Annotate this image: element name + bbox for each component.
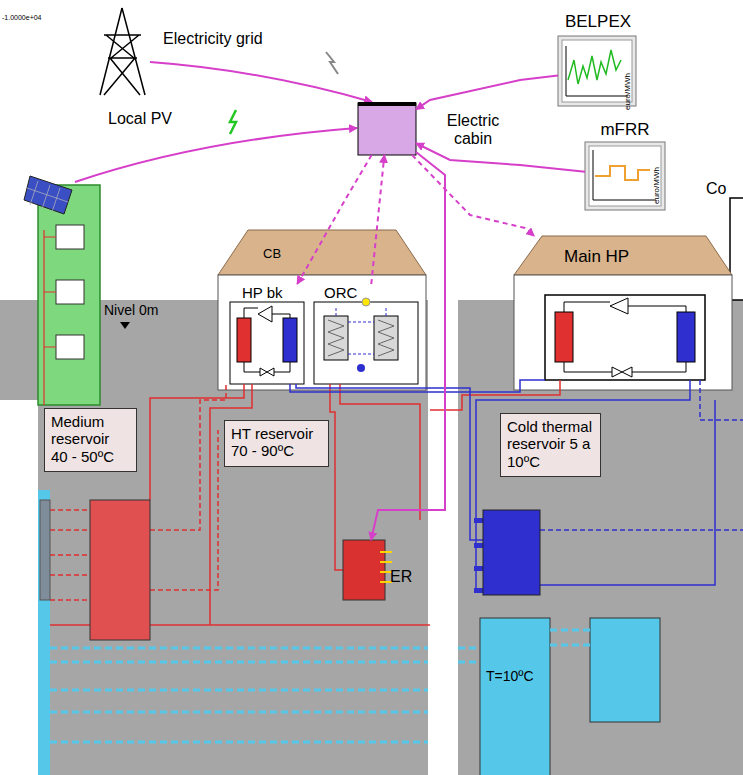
node-text: Main HP bbox=[564, 247, 629, 267]
node-text: T=10ºC bbox=[486, 668, 534, 684]
cold-tank bbox=[483, 510, 540, 595]
power-link bbox=[371, 152, 445, 540]
price-chart: BELPEX euro/MWh bbox=[556, 12, 640, 108]
machine: ORC bbox=[312, 284, 420, 388]
node-text: Electric cabin bbox=[436, 112, 510, 149]
chart-area bbox=[562, 40, 632, 102]
anchor-area bbox=[343, 540, 385, 600]
node-text: Medium reservoir 40 - 50ºC bbox=[51, 413, 130, 465]
power-link bbox=[416, 143, 585, 172]
heater: ER bbox=[343, 540, 415, 600]
node-text: CB bbox=[263, 247, 281, 262]
building-pipes bbox=[44, 230, 56, 405]
ground-tank bbox=[480, 618, 550, 775]
price-line bbox=[568, 50, 621, 84]
label: Co bbox=[706, 180, 726, 198]
pv-bolt bbox=[230, 110, 236, 134]
house: CB HP bk ORC bbox=[218, 230, 426, 390]
anchor-area bbox=[358, 103, 416, 155]
label: Electricity grid bbox=[163, 30, 263, 48]
heat-pump-symbol bbox=[545, 295, 705, 380]
reservoir-label: Cold thermal reservoir 5 a 10ºC bbox=[500, 413, 601, 477]
power-link bbox=[416, 76, 558, 110]
node-text: mFRR bbox=[583, 120, 667, 140]
machine: HP bk bbox=[228, 284, 306, 388]
ground-loops bbox=[50, 630, 590, 742]
reserve-chart: mFRR euro/MWh bbox=[583, 120, 667, 212]
pv-grid bbox=[27, 181, 68, 212]
building bbox=[38, 185, 100, 405]
reservoir-label: HT reservoir 70 - 90ºC bbox=[224, 420, 329, 467]
reserve-line bbox=[595, 166, 650, 180]
manifold bbox=[40, 500, 50, 600]
tank: T=10ºC bbox=[480, 618, 550, 775]
power-link bbox=[412, 155, 534, 236]
node-text: HT reservoir 70 - 90ºC bbox=[231, 425, 322, 460]
pylon bbox=[100, 8, 145, 95]
label: -1.0000e+04 bbox=[2, 14, 42, 22]
shaft bbox=[428, 255, 458, 775]
chart-axes bbox=[593, 150, 656, 200]
grid-line bbox=[150, 62, 372, 102]
left-strip bbox=[0, 400, 38, 775]
node-text: euro/MWh bbox=[623, 73, 632, 110]
roof bbox=[218, 230, 426, 275]
house: Main HP bbox=[514, 236, 732, 390]
orc-symbol bbox=[314, 298, 418, 384]
aquifer bbox=[38, 490, 50, 775]
er-tank bbox=[343, 540, 385, 600]
node-text: Cold thermal reservoir 5 a 10ºC bbox=[507, 418, 594, 470]
power-link bbox=[371, 155, 384, 284]
node-text: ORC bbox=[324, 284, 357, 301]
reservoir-label: Medium reservoir 40 - 50ºC bbox=[44, 408, 137, 472]
cabin-box bbox=[358, 103, 416, 155]
pv-panel bbox=[24, 176, 72, 214]
power-link bbox=[297, 155, 371, 284]
fan-coils bbox=[56, 225, 84, 359]
node-text: euro/MWh bbox=[652, 167, 661, 204]
cabin-top bbox=[358, 102, 416, 106]
heat-pump-symbol bbox=[230, 302, 304, 384]
house-body bbox=[514, 275, 732, 390]
pv-line bbox=[75, 128, 357, 182]
label: Nivel 0m bbox=[104, 302, 158, 318]
medium-tank bbox=[90, 500, 150, 640]
chart-axes bbox=[566, 46, 628, 96]
node-text: BELPEX bbox=[556, 12, 640, 32]
house-body bbox=[218, 275, 426, 390]
roof bbox=[514, 236, 732, 275]
node-text: ER bbox=[390, 568, 412, 586]
label: Local PV bbox=[108, 110, 172, 128]
cabin: Electric cabin bbox=[358, 103, 510, 158]
node-text: HP bk bbox=[242, 284, 283, 301]
ground-tank bbox=[590, 618, 660, 722]
grid-bolt bbox=[326, 52, 338, 74]
chart-frame bbox=[585, 142, 665, 210]
chart-area bbox=[589, 146, 661, 206]
level-mark bbox=[120, 322, 130, 329]
